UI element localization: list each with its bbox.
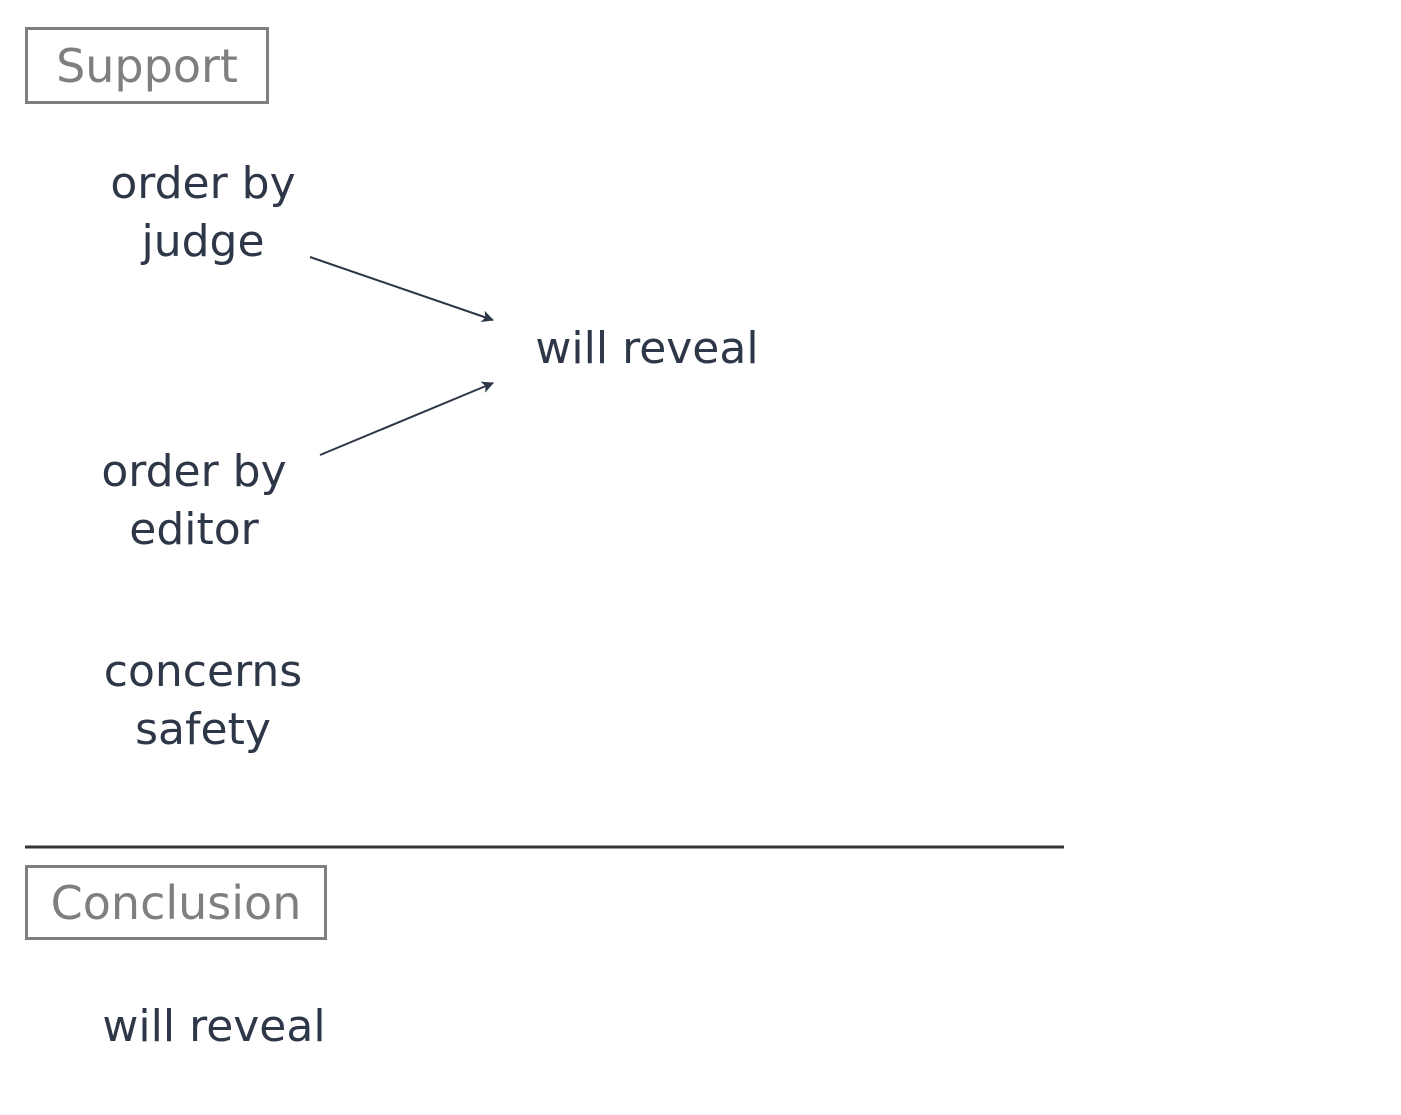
- node-concerns-safety-line-2: safety: [135, 704, 271, 755]
- support-section-label: Support: [25, 27, 269, 104]
- conclusion-text: will reveal: [102, 998, 325, 1056]
- node-order-by-editor-line-2: editor: [129, 504, 259, 555]
- node-order-by-judge-line-1: order by: [110, 158, 296, 209]
- conclusion-section-label: Conclusion: [25, 865, 327, 940]
- node-concerns-safety: concerns safety: [104, 643, 302, 759]
- node-will-reveal: will reveal: [535, 320, 758, 378]
- node-order-by-editor-line-1: order by: [101, 446, 287, 497]
- node-concerns-safety-line-1: concerns: [103, 646, 303, 697]
- node-order-by-judge-line-2: judge: [141, 216, 265, 267]
- node-will-reveal-text: will reveal: [535, 323, 759, 374]
- edge-judge-to-reveal: [309, 256, 494, 323]
- conclusion-text-line: will reveal: [102, 1001, 326, 1052]
- edge-editor-to-reveal: [319, 381, 494, 456]
- node-order-by-editor: order by editor: [101, 443, 286, 559]
- node-order-by-judge: order by judge: [110, 155, 295, 271]
